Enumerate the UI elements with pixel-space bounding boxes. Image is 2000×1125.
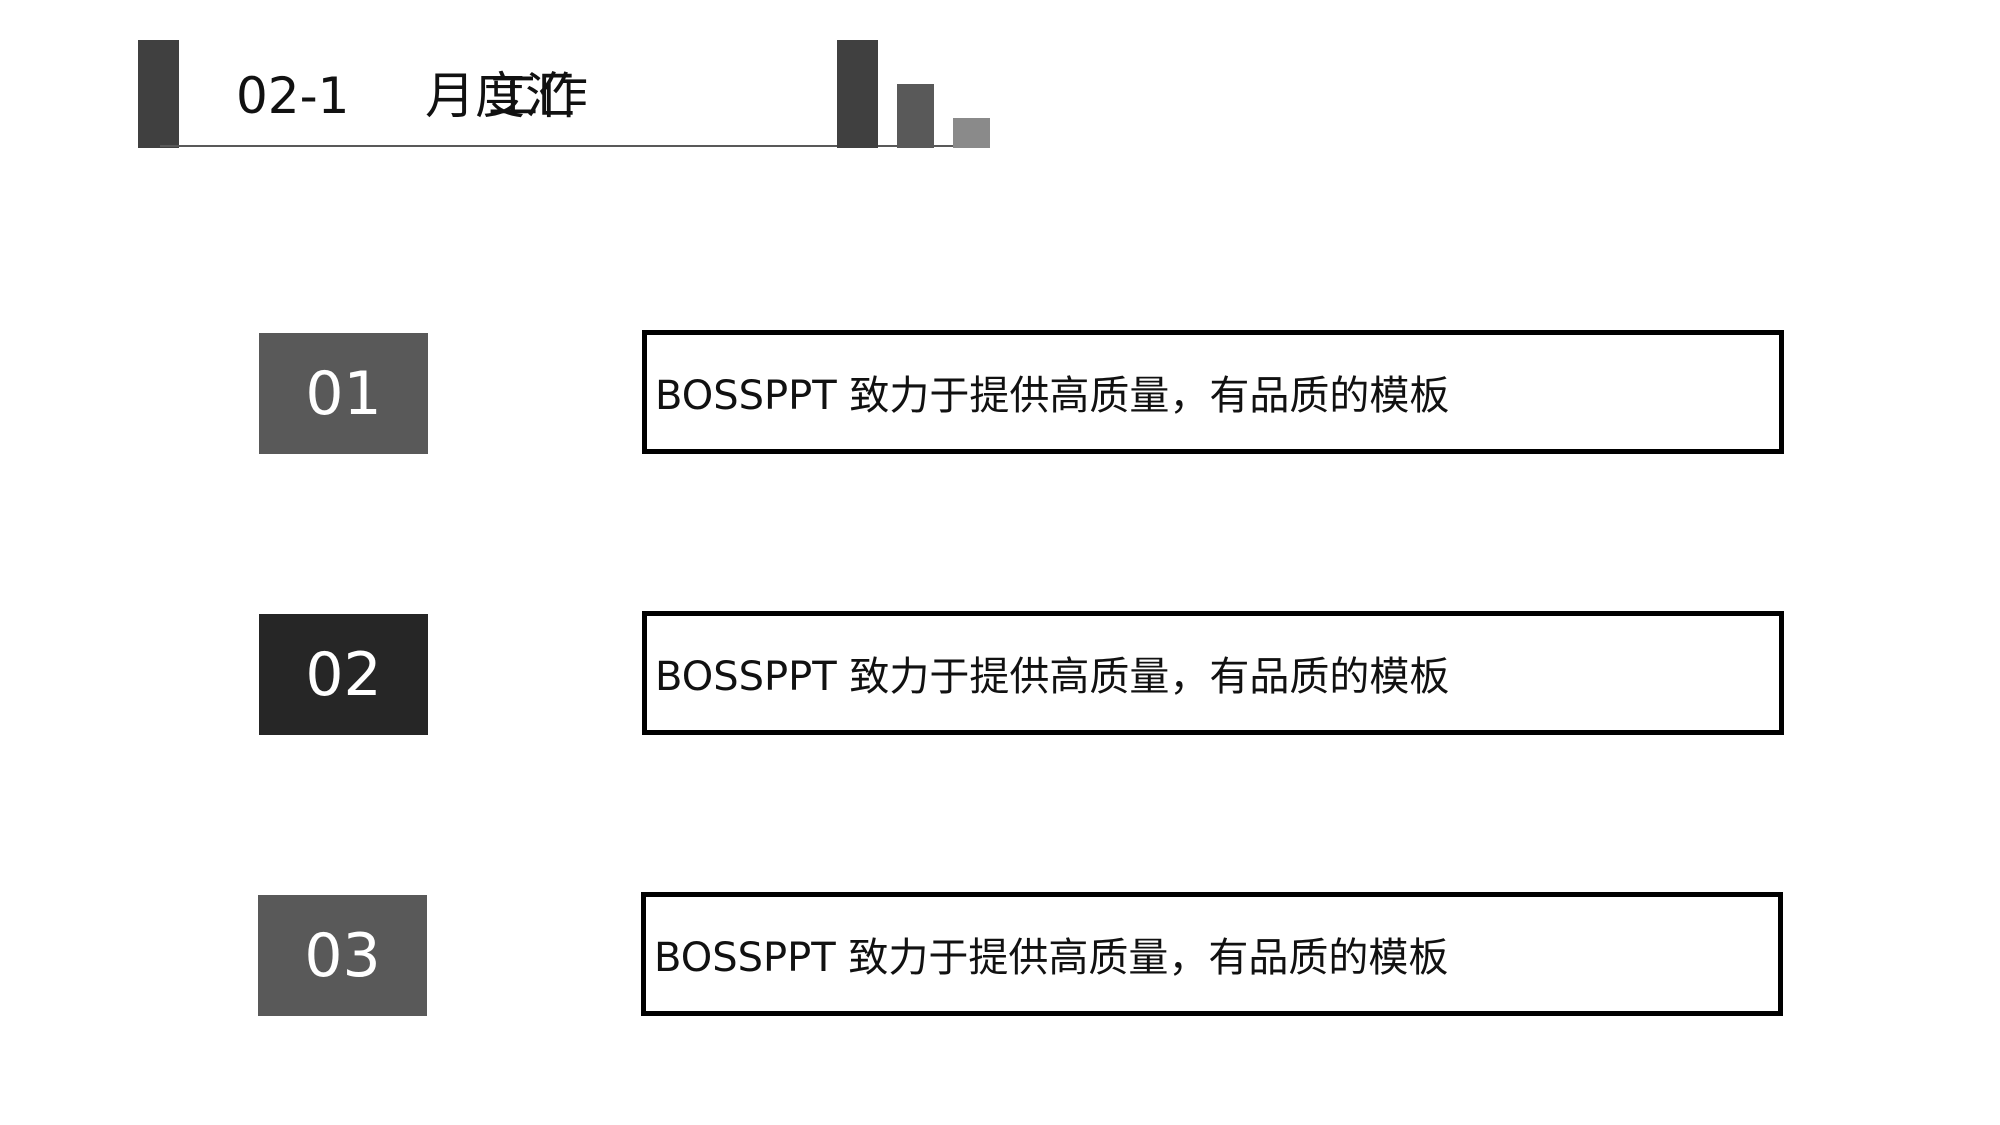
decorative-bar-tall	[837, 40, 878, 148]
header-underline	[160, 145, 970, 147]
item-number-box: 02	[259, 614, 428, 735]
item-text-box: BOSSPPT 致力于提供高质量，有品质的模板	[642, 330, 1784, 454]
decorative-bar-medium	[897, 84, 934, 148]
item-text-box: BOSSPPT 致力于提供高质量，有品质的模板	[641, 892, 1783, 1016]
section-number: 02-1	[236, 67, 350, 125]
page-title: 月度汇	[425, 67, 575, 125]
decorative-bar-short	[953, 118, 990, 148]
header-accent-bar	[138, 40, 179, 148]
item-text-box: BOSSPPT 致力于提供高质量，有品质的模板	[642, 611, 1784, 735]
page-title-overlap: 工作	[488, 67, 588, 125]
item-number-box: 03	[258, 895, 427, 1016]
item-number-box: 01	[259, 333, 428, 454]
